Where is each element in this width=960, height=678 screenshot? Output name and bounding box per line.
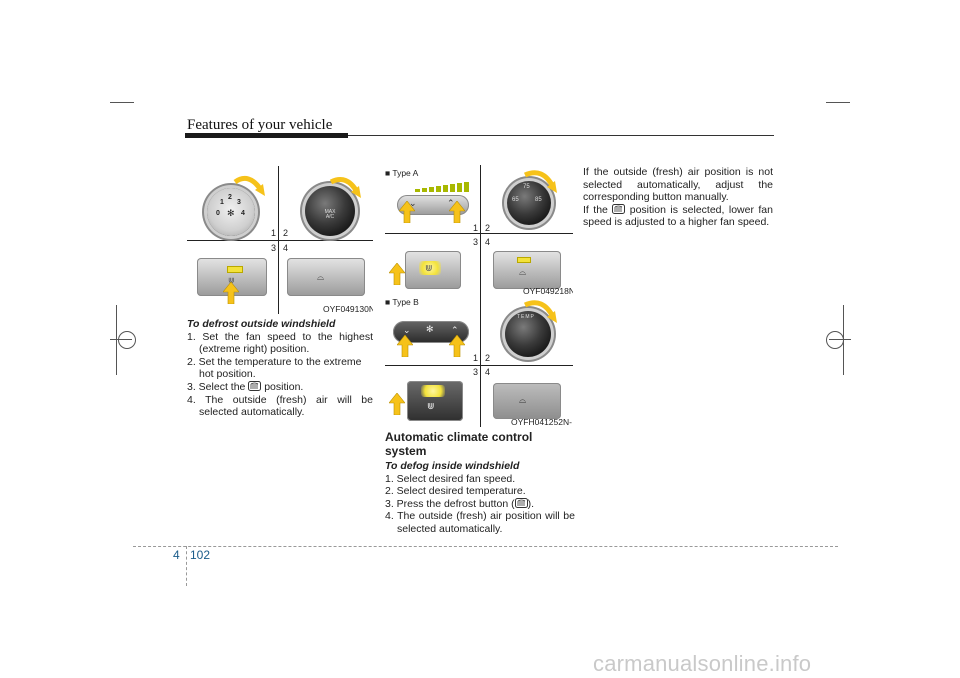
defrost-icon: ⋓ xyxy=(425,263,433,273)
rotate-arrow-icon xyxy=(523,170,557,193)
press-arrow-icon xyxy=(397,335,413,357)
step-4: 4. The outside (fresh) air position will… xyxy=(385,510,575,535)
registration-mark xyxy=(118,331,136,349)
defrost-button-panel: ⋓ xyxy=(405,251,461,289)
footer-divider xyxy=(186,546,187,586)
fan-speed-rocker: ⌄ ✻ ⌃ xyxy=(393,321,469,343)
recirculation-icon: ⌓ xyxy=(317,272,325,282)
defrost-icon: ⋓ xyxy=(427,401,435,411)
rotate-arrow-icon xyxy=(523,300,557,323)
defrost-icon: ⋓ xyxy=(228,276,235,285)
crop-mark xyxy=(826,102,850,103)
recirculation-button-panel: ⌓ xyxy=(287,258,365,296)
left-text-column: To defrost outside windshield 1. Set the… xyxy=(187,318,373,419)
temperature-knob: 75 65 85 xyxy=(507,181,551,225)
press-arrow-icon xyxy=(389,393,405,415)
header-bar xyxy=(185,133,348,138)
section-title: Automatic climate control system xyxy=(385,430,533,458)
mid-text-column: Automatic climate control system To defo… xyxy=(385,430,575,536)
step-3: 3. Select the position. xyxy=(187,380,304,393)
footer-rule xyxy=(133,546,838,547)
defrost-icon xyxy=(612,203,626,214)
type-b-label: ■ Type B xyxy=(385,297,419,307)
defrost-button-panel: ⋓ xyxy=(407,381,463,421)
paragraph-fan-speed: If the position is selected, lower fan s… xyxy=(583,203,773,229)
fan-speed-knob: 1 2 3 0 4 ✻ xyxy=(207,188,255,236)
registration-mark xyxy=(826,331,844,349)
recirculation-icon: ⌓ xyxy=(519,395,527,405)
recirculation-button-panel: ⌓ xyxy=(493,251,561,289)
step-2: 2. Set the temperature to the extreme ho… xyxy=(187,355,362,381)
crop-mark xyxy=(110,102,134,103)
figure-defrost-outside: 1 2 3 0 4 ✻ MAX A/C 1 2 3 4 ⋓ ⌓ OYF04913… xyxy=(187,166,373,314)
paragraph-manual-adjust: If the outside (fresh) air position is n… xyxy=(583,166,773,204)
step-3: 3. Press the defrost button (). xyxy=(385,497,534,510)
header-rule xyxy=(348,135,774,136)
step-1: 1. Set the fan speed to the highest (ext… xyxy=(187,330,373,356)
chapter-number: 4 xyxy=(173,548,180,562)
press-arrow-icon xyxy=(449,201,465,223)
type-a-label: ■ Type A xyxy=(385,168,419,178)
defrost-outside-heading: To defrost outside windshield xyxy=(187,318,336,330)
press-arrow-icon xyxy=(223,282,239,304)
press-arrow-icon xyxy=(389,263,405,285)
recirculation-button-panel: ⌓ xyxy=(493,383,561,419)
temperature-knob: MAX A/C xyxy=(305,186,355,236)
temperature-knob: TEMP xyxy=(505,311,551,357)
step-4: 4. The outside (fresh) air will be selec… xyxy=(187,393,373,419)
step-2: 2. Select desired temperature. xyxy=(385,485,526,498)
right-text-column: If the outside (fresh) air position is n… xyxy=(583,166,773,229)
defog-inside-heading: To defog inside windshield xyxy=(385,460,520,472)
figure-defog-inside: ■ Type A ⌄ ⌃ 75 65 85 1 2 3 4 ⋓ ⌓ OYF049… xyxy=(385,165,573,427)
recirculation-icon: ⌓ xyxy=(519,267,527,277)
fan-level-indicator xyxy=(415,179,469,197)
crop-mark xyxy=(116,305,117,375)
fan-icon: ✻ xyxy=(227,208,235,218)
page-header-title: Features of your vehicle xyxy=(187,117,333,133)
fan-icon: ✻ xyxy=(426,324,434,334)
press-arrow-icon xyxy=(449,335,465,357)
step-1: 1. Select desired fan speed. xyxy=(385,472,516,485)
defrost-icon xyxy=(248,380,262,391)
press-arrow-icon xyxy=(399,201,415,223)
rotate-arrow-icon xyxy=(233,175,265,196)
rotate-arrow-icon xyxy=(329,177,361,198)
page-number: 102 xyxy=(190,548,211,562)
defrost-icon xyxy=(514,497,528,508)
watermark: carmanualsonline.info xyxy=(593,651,812,676)
